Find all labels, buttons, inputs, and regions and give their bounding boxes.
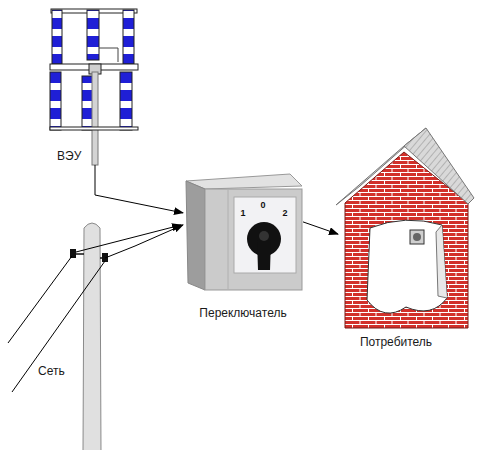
node-label: Потребитель [360, 335, 432, 349]
art-polygon [404, 128, 474, 204]
art-rect [70, 249, 76, 258]
art-rect [92, 72, 98, 165]
art-line [76, 225, 181, 252]
node-label: Сеть [38, 364, 65, 378]
art-path [257, 240, 271, 270]
art-path [436, 225, 447, 298]
switch-position: 0 [260, 200, 265, 210]
art-line [100, 257, 102, 259]
art-polygon [186, 181, 205, 290]
art-rect [123, 10, 134, 64]
node-label: ВЭУ [57, 149, 81, 163]
art-rect [410, 230, 424, 244]
art-circle [259, 231, 269, 241]
art-rect [120, 72, 132, 130]
wind-turbine [50, 9, 138, 165]
consumer-node: Потребитель [338, 130, 478, 350]
wind-turbine-node: ВЭУ [45, 5, 145, 165]
art-path [83, 223, 101, 450]
switch-node: Переключатель [183, 172, 303, 322]
power-wire [135, 225, 183, 246]
art-rect [50, 127, 138, 130]
art-rect [205, 189, 302, 290]
power-wire [303, 222, 338, 234]
art-circle [413, 233, 421, 241]
switch-position: 2 [282, 208, 287, 218]
art-path [99, 48, 118, 62]
art-line [8, 256, 72, 343]
node-label: Переключатель [199, 306, 286, 320]
house [336, 128, 474, 328]
grid-node: Сеть [5, 215, 135, 450]
art-rect [87, 10, 99, 60]
art-line [76, 253, 84, 255]
rotary-switch [186, 174, 302, 290]
art-rect [50, 72, 61, 130]
power-wire [95, 165, 183, 213]
art-path [367, 220, 447, 313]
art-rect [52, 10, 62, 64]
switch-position: 1 [240, 208, 245, 218]
power-pole [8, 223, 181, 450]
art-polygon [186, 174, 302, 189]
art-line [105, 246, 135, 258]
art-rect [234, 197, 296, 273]
art-line [12, 261, 105, 392]
art-line [228, 190, 229, 289]
